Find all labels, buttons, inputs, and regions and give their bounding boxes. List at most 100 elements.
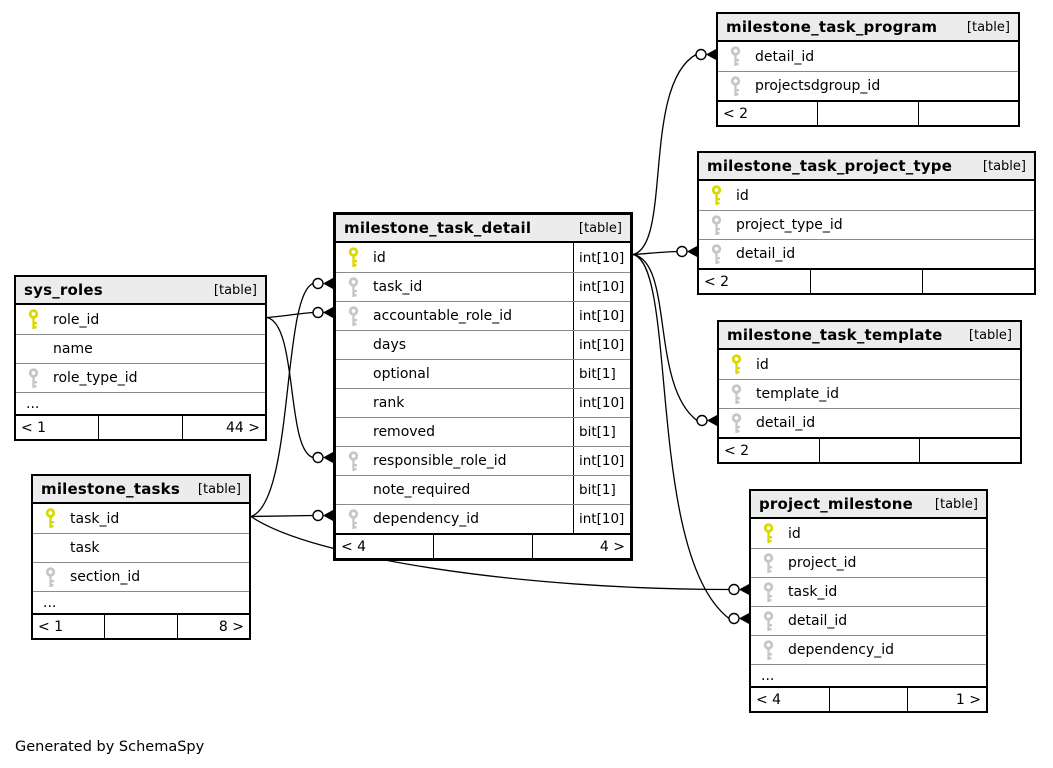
relationship-milestone_task_detail.id-to-milestone_task_template.detail_id bbox=[632, 253, 717, 427]
key-head bbox=[763, 639, 774, 650]
footer-children-count bbox=[922, 270, 1034, 293]
footer-parents-count: < 4 bbox=[341, 538, 367, 555]
footer-children-count: 44 > bbox=[181, 416, 265, 439]
relationship-milestone_tasks.task_id-to-project_milestone.task_id bbox=[250, 515, 749, 596]
column-name: name bbox=[53, 341, 93, 357]
key-stem bbox=[352, 516, 357, 529]
key-head bbox=[731, 354, 742, 364]
foreign-key-glyph bbox=[348, 305, 359, 326]
key-head bbox=[763, 610, 774, 621]
table-footer: < 2 bbox=[719, 437, 1020, 462]
column-row: detail_id bbox=[699, 239, 1034, 268]
cardinality-circle-icon bbox=[696, 414, 708, 427]
more-columns-label: ... bbox=[43, 594, 57, 611]
column-name: accountable_role_id bbox=[373, 308, 513, 324]
key-head bbox=[763, 552, 774, 563]
cardinality-circle-icon bbox=[728, 583, 740, 596]
cardinality-circle-icon bbox=[312, 277, 324, 290]
relationship-line bbox=[266, 311, 314, 319]
relationship-milestone_task_detail.id-to-project_milestone.detail_id bbox=[632, 253, 749, 625]
key-stem bbox=[735, 362, 740, 374]
table-name[interactable]: milestone_task_template bbox=[727, 326, 943, 344]
table-header: milestone_task_program[table] bbox=[718, 14, 1018, 42]
footer-middle-cell bbox=[818, 439, 920, 462]
column-row: id bbox=[719, 350, 1020, 379]
footer-middle-cell bbox=[828, 688, 908, 711]
arrowhead-icon bbox=[739, 613, 749, 624]
column-type: int[10] bbox=[573, 273, 630, 301]
footer-parents-count: < 1 bbox=[21, 419, 47, 436]
foreign-key-icon bbox=[709, 214, 724, 236]
foreign-key-glyph bbox=[711, 243, 722, 264]
more-columns-label: ... bbox=[26, 395, 40, 412]
column-row: dependency_id bbox=[751, 635, 986, 664]
foreign-key-icon bbox=[729, 383, 744, 405]
primary-key-icon bbox=[709, 185, 724, 206]
foreign-key-icon bbox=[43, 566, 58, 588]
table-name[interactable]: milestone_tasks bbox=[41, 480, 180, 498]
foreign-key-icon bbox=[761, 552, 776, 574]
primary-key-icon bbox=[346, 247, 361, 268]
footer-children-count: 4 > bbox=[531, 535, 630, 558]
column-row: project_type_id bbox=[699, 210, 1034, 239]
key-stem bbox=[715, 193, 720, 205]
table-footer: < 4 4 > bbox=[336, 533, 630, 558]
foreign-key-glyph bbox=[730, 46, 741, 66]
column-type: int[10] bbox=[573, 505, 630, 533]
table-name[interactable]: milestone_task_program bbox=[726, 18, 938, 36]
relationship-sys_roles.role_id-to-milestone_task_detail.responsible_role_id bbox=[266, 316, 333, 464]
column-type: int[10] bbox=[573, 447, 630, 475]
key-head bbox=[730, 46, 741, 56]
foreign-key-icon bbox=[761, 581, 776, 603]
column-row: role_id bbox=[16, 305, 265, 334]
arrowhead-icon bbox=[323, 452, 333, 463]
table-name[interactable]: milestone_task_detail bbox=[344, 219, 532, 237]
primary-key-glyph bbox=[731, 354, 742, 374]
column-row: name bbox=[16, 334, 265, 363]
key-head bbox=[731, 412, 742, 423]
column-name: template_id bbox=[756, 386, 839, 402]
footer-parents-count: < 2 bbox=[723, 105, 749, 122]
more-columns-row: ... bbox=[16, 392, 265, 414]
foreign-key-icon bbox=[346, 305, 361, 327]
column-type: int[10] bbox=[573, 243, 630, 272]
arrowhead-icon bbox=[687, 246, 697, 257]
key-head bbox=[763, 523, 774, 533]
table-header: sys_roles[table] bbox=[16, 277, 265, 305]
key-stem bbox=[767, 560, 772, 573]
table-header: milestone_tasks[table] bbox=[33, 476, 249, 504]
key-stem bbox=[715, 222, 720, 235]
column-name: task bbox=[70, 540, 100, 556]
key-head bbox=[45, 566, 56, 577]
column-name: task_id bbox=[373, 279, 423, 295]
table-name[interactable]: sys_roles bbox=[24, 281, 103, 299]
column-name: detail_id bbox=[756, 415, 816, 431]
column-type: int[10] bbox=[573, 331, 630, 359]
relationship-milestone_task_detail.id-to-milestone_task_project_type.detail_id bbox=[632, 245, 697, 258]
table-name[interactable]: milestone_task_project_type bbox=[707, 157, 953, 175]
column-row: role_type_id bbox=[16, 363, 265, 392]
foreign-key-icon bbox=[729, 412, 744, 434]
primary-key-icon bbox=[761, 523, 776, 544]
key-head bbox=[348, 247, 359, 257]
generated-by-label: Generated by SchemaSpy bbox=[15, 739, 205, 755]
key-stem bbox=[352, 255, 357, 267]
primary-key-icon bbox=[43, 508, 58, 529]
arrowhead-icon bbox=[706, 49, 716, 60]
key-head bbox=[348, 276, 359, 287]
column-row: task_id bbox=[33, 504, 249, 533]
relationship-milestone_tasks.task_id-to-milestone_task_detail.task_id bbox=[250, 277, 333, 518]
column-row: template_id bbox=[719, 379, 1020, 408]
table-header: milestone_task_template[table] bbox=[719, 322, 1020, 350]
footer-parents-count: < 4 bbox=[756, 691, 782, 708]
arrowhead-icon bbox=[323, 307, 333, 318]
column-row: detail_id bbox=[751, 606, 986, 635]
table-name[interactable]: project_milestone bbox=[759, 495, 914, 513]
key-stem bbox=[49, 574, 54, 587]
